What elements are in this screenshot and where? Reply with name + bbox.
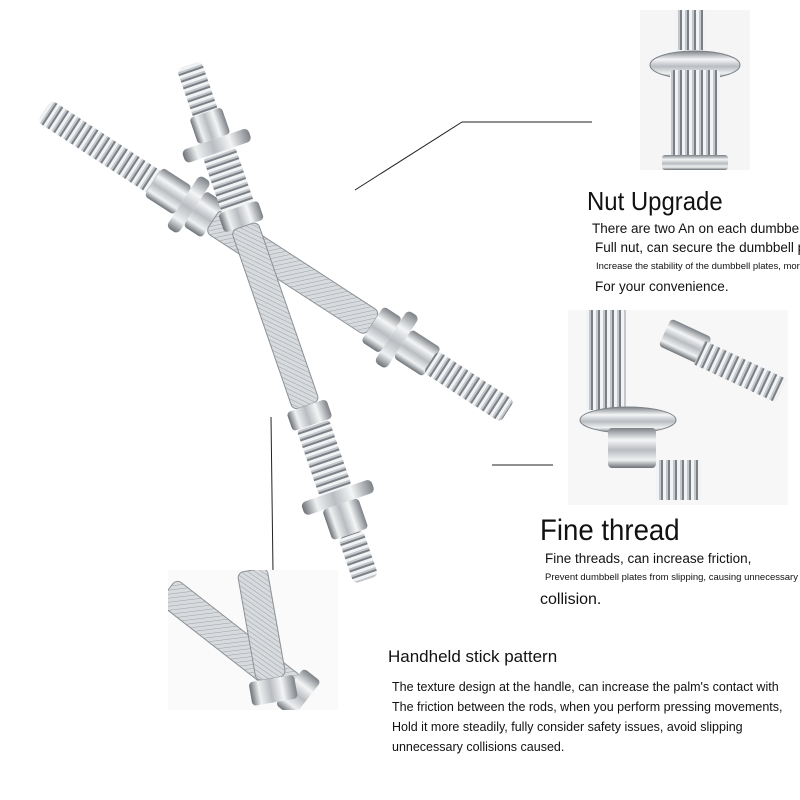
dumbbell-bar-b — [178, 62, 378, 583]
thread-closeup-image — [568, 310, 788, 505]
handle-pattern-heading: Handheld stick pattern — [388, 647, 558, 666]
fine-thread-text-line: Fine threads, can increase friction, — [545, 551, 752, 566]
handle-pattern-text-line: unnecessary collisions caused. — [392, 740, 565, 754]
nut-upgrade-text-line: Full nut, can secure the dumbbell plate — [595, 240, 800, 255]
handle-pattern-text-line: The friction between the rods, when you … — [392, 700, 783, 714]
nut-leader-line — [354, 121, 463, 191]
dumbbell-bar-a — [39, 101, 513, 421]
handle-leader-line — [270, 416, 274, 573]
handle-pattern-text-line: Hold it more steadily, fully consider sa… — [392, 720, 743, 734]
nut-closeup-image — [640, 10, 750, 170]
nut-upgrade-text-line: For your convenience. — [595, 279, 729, 294]
nut-upgrade-heading: Nut Upgrade — [587, 186, 723, 216]
nut-upgrade-text-line: There are two An on each dumbbell bar — [592, 221, 800, 236]
nut-upgrade-text-line: Increase the stability of the dumbbell p… — [596, 261, 800, 272]
handle-closeup-image — [168, 570, 338, 710]
fine-thread-text-line: collision. — [540, 591, 602, 608]
fine-thread-heading: Fine thread — [540, 514, 680, 547]
fine-thread-text-line: Prevent dumbbell plates from slipping, c… — [545, 572, 798, 583]
handle-pattern-text-line: The texture design at the handle, can in… — [392, 680, 779, 694]
